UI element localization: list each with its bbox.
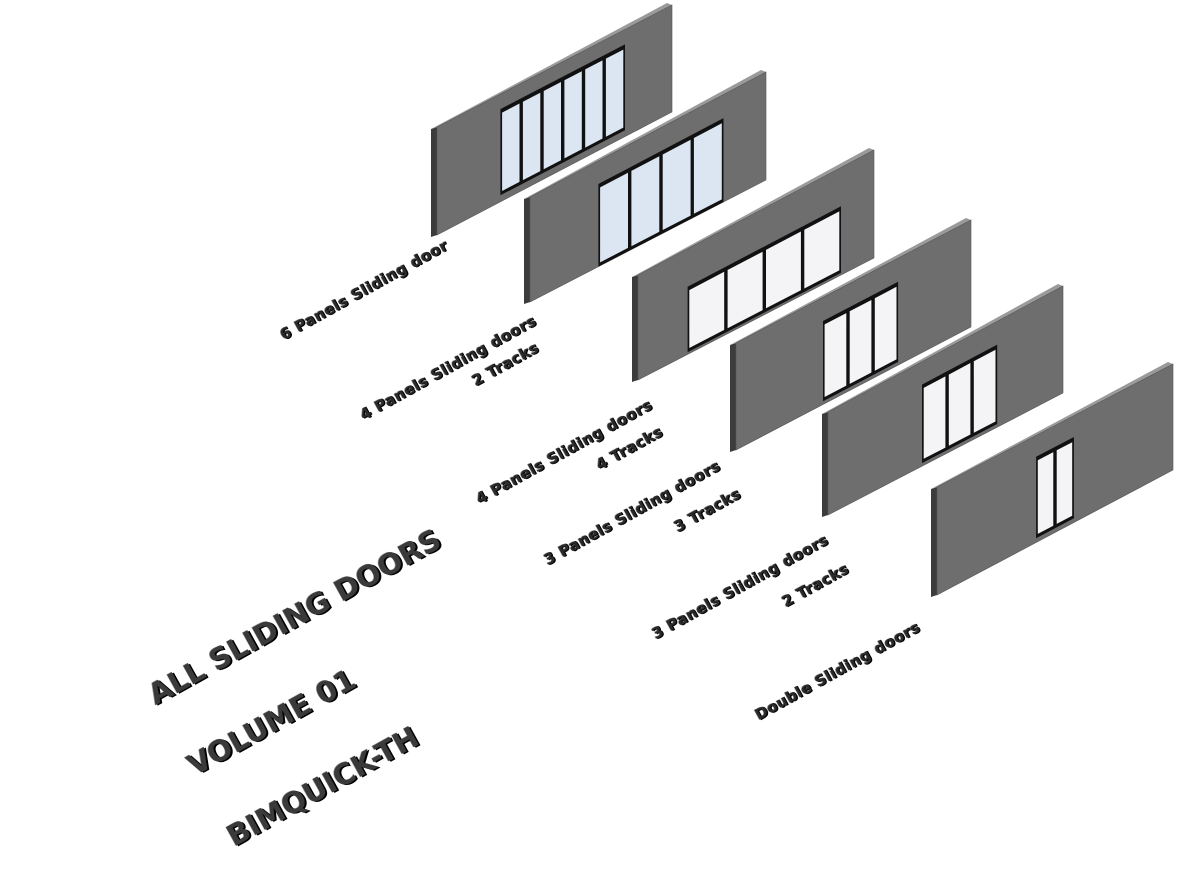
glass-panel [564,71,582,159]
walls-layer [431,3,1174,597]
glass-panel [849,300,872,384]
glass-panel [693,123,722,214]
wall-side-edge [431,127,437,237]
glass-panel [824,313,847,397]
glass-panel [502,103,520,191]
wall-4-panels-4-tracks [632,148,875,382]
door-frame [687,206,841,353]
glass-panel [973,349,996,433]
wall-side-edge [524,197,530,304]
glass-panel [662,139,691,230]
glass-panel [585,60,603,148]
wall-side-edge [822,412,828,517]
wall-top-edge [431,3,672,129]
wall-top-edge [822,284,1063,414]
wall-top-edge [524,70,766,199]
glass-panel [804,211,840,289]
title-line-2: VOLUME 01 [181,662,362,783]
wall-top-edge [931,362,1173,489]
sliding-door-6-panels [500,44,625,196]
wall-side-edge [931,487,937,597]
sliding-door-4-panels [687,206,841,353]
wall-side-edge [632,275,638,382]
glass-panel [522,92,541,181]
wall-top-edge [632,148,874,277]
wall-3-panels-3-tracks [730,218,972,452]
sliding-door-3-panels [823,281,899,402]
wall-top-edge [730,218,971,345]
glass-panel [1056,442,1073,524]
wall-side-edge [730,343,736,452]
glass-panel [948,363,971,446]
glass-panel [605,49,624,137]
wall-3-panels-2-tracks [822,284,1064,517]
title-line-3: BIMQUICK-TH [220,719,425,854]
glass-panel [727,251,763,329]
sliding-door-4-panels [598,118,724,267]
sliding-door-3-panels [922,344,998,464]
isometric-wall-drawing [431,3,1174,597]
glass-panel [689,271,725,348]
door-frame [598,118,724,267]
glass-panel [1037,452,1054,534]
glass-panel [766,231,801,309]
glass-panel [543,82,561,170]
glass-panel [923,376,946,459]
wall-6-panels [431,3,673,237]
glass-panel [631,156,660,247]
glass-panel [874,286,897,371]
sliding-door-2-panels [1036,437,1074,539]
glass-panel [600,172,628,263]
wall-4-panels-2-tracks [524,70,767,304]
wall-double [931,362,1174,597]
